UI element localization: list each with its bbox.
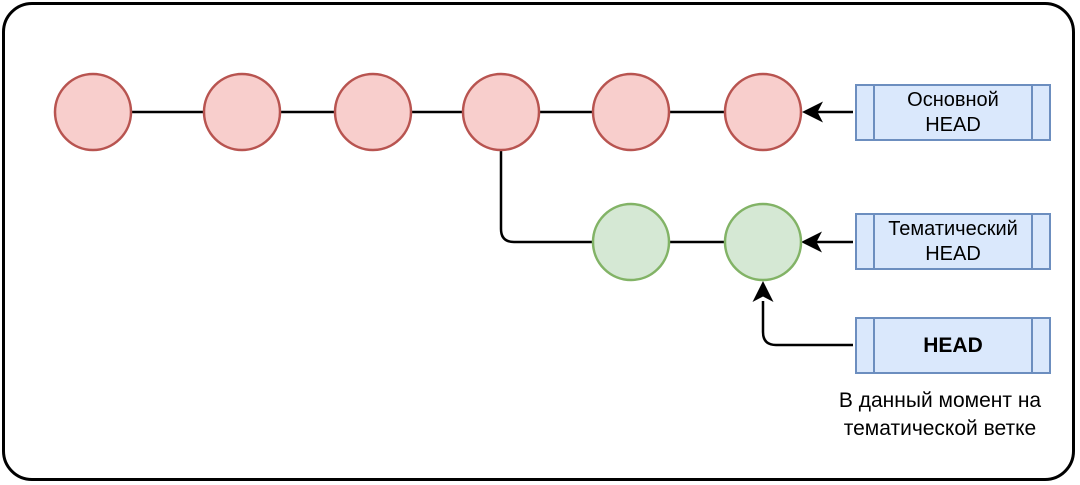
commit-node-topic-1 bbox=[591, 202, 671, 282]
process-divider bbox=[873, 215, 875, 268]
label-topic-head-line1: Тематический bbox=[888, 217, 1018, 240]
caption-line1: В данный момент на bbox=[838, 389, 1042, 412]
caption-line2: тематической ветке bbox=[843, 417, 1037, 440]
commit-node-main-4 bbox=[461, 72, 541, 152]
main-head-arrowhead-icon bbox=[802, 101, 823, 123]
commit-node-topic-2 bbox=[723, 202, 803, 282]
commit-node-main-2 bbox=[202, 72, 282, 152]
process-divider bbox=[1031, 319, 1033, 372]
commit-node-main-3 bbox=[333, 72, 413, 152]
process-divider bbox=[1031, 215, 1033, 268]
caption-current-branch: В данный момент на тематической ветке bbox=[815, 387, 1065, 443]
process-divider bbox=[873, 86, 875, 139]
label-main-head-line2: HEAD bbox=[925, 113, 981, 136]
commit-node-main-1 bbox=[53, 72, 133, 152]
current-head-arrowhead-icon bbox=[752, 281, 774, 302]
label-current-head-text: HEAD bbox=[923, 334, 983, 357]
label-topic-head-line2: HEAD bbox=[925, 242, 981, 265]
process-divider bbox=[873, 319, 875, 372]
topic-head-arrowhead-icon bbox=[801, 231, 822, 253]
commit-node-main-6 bbox=[723, 72, 803, 152]
commit-node-main-5 bbox=[591, 72, 671, 152]
label-current-head: HEAD bbox=[855, 317, 1051, 374]
current-head-arrow-line bbox=[761, 301, 853, 347]
topic-branch-line bbox=[499, 145, 763, 244]
label-topic-head: Тематический HEAD bbox=[855, 213, 1051, 270]
label-main-head-line1: Основной bbox=[907, 88, 999, 111]
process-divider bbox=[1031, 86, 1033, 139]
label-main-head: Основной HEAD bbox=[855, 84, 1051, 141]
